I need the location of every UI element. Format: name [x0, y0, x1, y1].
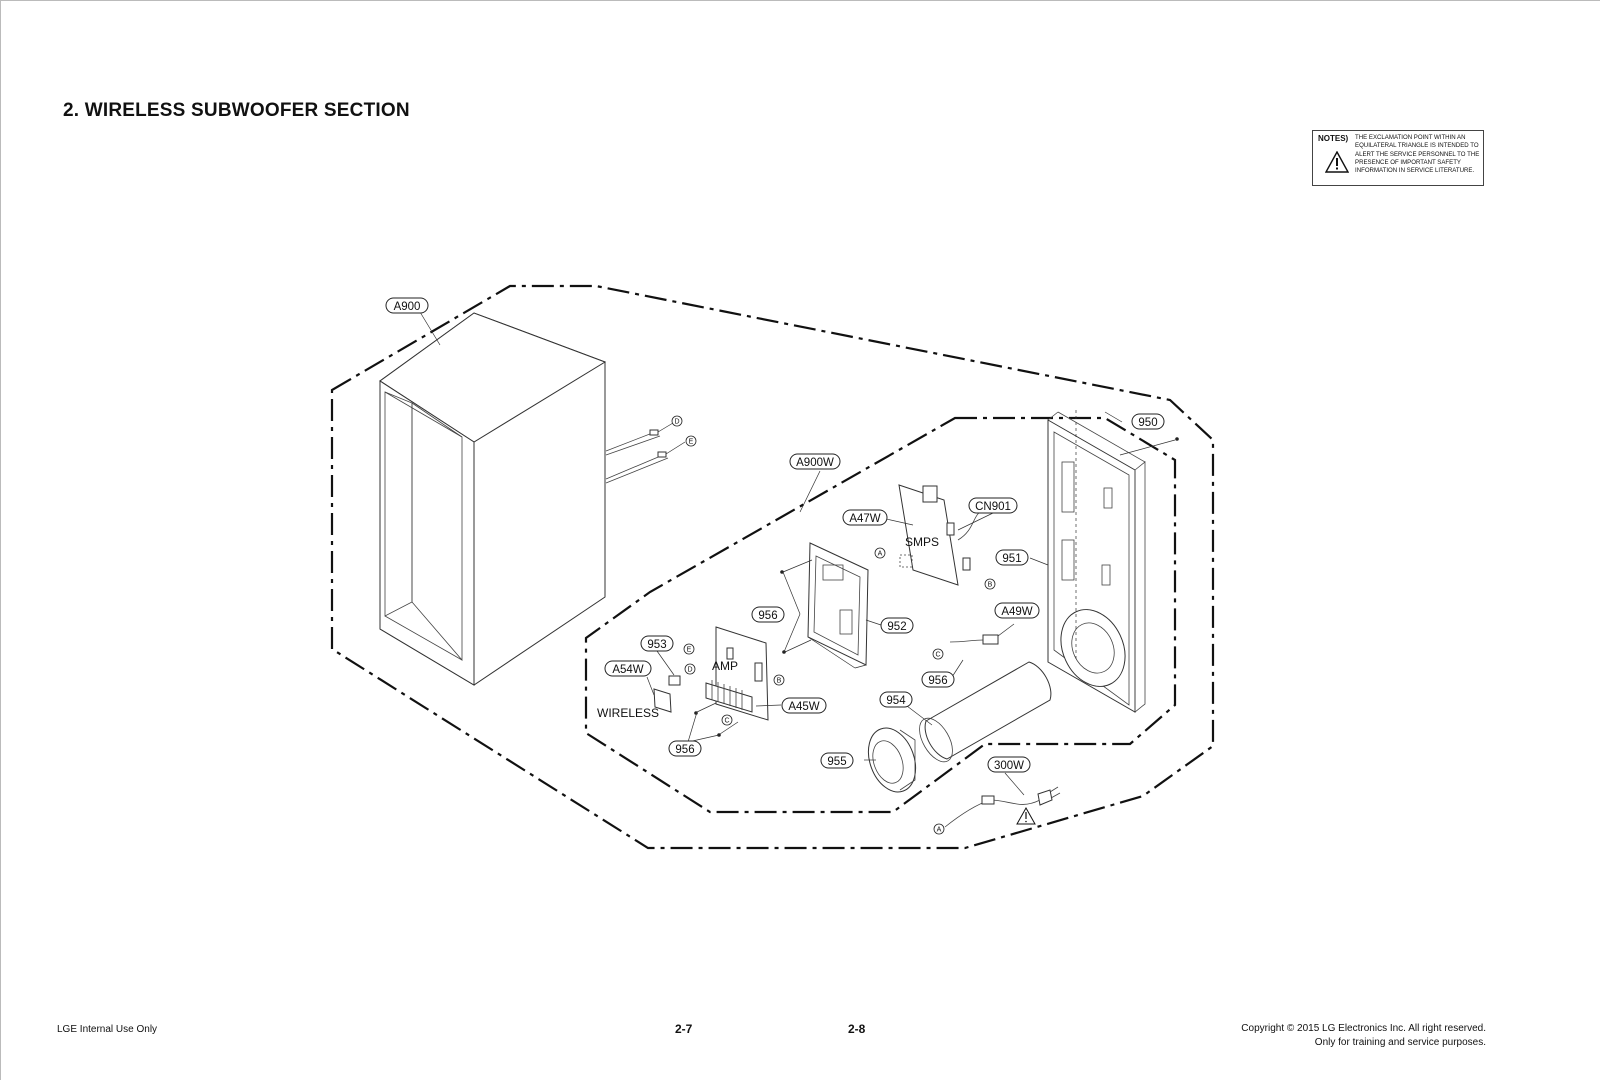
page-title: 2. WIRELESS SUBWOOFER SECTION — [63, 100, 410, 121]
callout-956-amp-label: 956 — [675, 744, 694, 756]
callout-954: 954 — [879, 691, 913, 708]
callout-951-label: 951 — [1002, 553, 1021, 565]
bass-reflex-duct — [919, 661, 1052, 763]
callout-a900: A900 — [385, 297, 429, 314]
callout-953: 953 — [640, 635, 674, 652]
callout-956-wire-label: 956 — [928, 675, 947, 687]
svg-text:E: E — [689, 439, 694, 446]
callout-a47w-label: A47W — [849, 513, 880, 525]
callout-953-label: 953 — [647, 639, 666, 651]
outer-group-boundary — [330, 284, 1215, 850]
page-border-top — [0, 0, 1600, 1]
connector-d-cabinet: D — [671, 415, 683, 427]
callout-a45w: A45W — [781, 697, 827, 714]
a49w-wire — [949, 634, 999, 645]
callout-956-wire: 956 — [921, 671, 955, 688]
callout-a49w-label: A49W — [1001, 606, 1032, 618]
warning-triangle-icon — [1325, 151, 1349, 173]
smps-label: SMPS — [905, 535, 939, 549]
heatsink — [705, 680, 753, 713]
amp-label: AMP — [712, 659, 738, 673]
callout-cn901-label: CN901 — [975, 501, 1011, 513]
connector-a-smps: A — [874, 547, 886, 559]
page-number-right: 2-8 — [848, 1022, 866, 1036]
connector-b-amp: B — [773, 674, 785, 686]
callout-a54w: A54W — [604, 660, 652, 677]
page-border-left — [0, 0, 1, 1080]
callout-952: 952 — [880, 617, 914, 634]
power-cord — [944, 786, 1061, 828]
callout-956-bracket-label: 956 — [758, 610, 777, 622]
svg-text:A: A — [878, 551, 883, 558]
connector-a-cord: A — [933, 823, 945, 835]
callout-950: 950 — [1131, 413, 1165, 430]
svg-text:A: A — [937, 827, 942, 834]
callout-a45w-label: A45W — [788, 701, 819, 713]
callout-cn901: CN901 — [968, 497, 1018, 514]
bracket-952 — [780, 542, 869, 669]
notes-label: NOTES) — [1318, 134, 1349, 143]
callout-955: 955 — [820, 752, 854, 769]
connector-b-smps: B — [984, 578, 996, 590]
svg-text:C: C — [935, 652, 940, 659]
notes-text: THE EXCLAMATION POINT WITHIN AN EQUILATE… — [1355, 134, 1480, 175]
callout-a900-label: A900 — [394, 301, 421, 313]
notes-box: NOTES) THE EXCLAMATION POINT WITHIN AN E… — [1312, 130, 1484, 186]
callout-300w-label: 300W — [994, 760, 1024, 772]
footer-internal-use: LGE Internal Use Only — [57, 1024, 158, 1035]
connector-d-amp: D — [684, 663, 696, 675]
callout-a49w: A49W — [994, 602, 1040, 619]
svg-text:B: B — [777, 678, 782, 685]
amp-board — [694, 626, 769, 737]
port-ring — [867, 727, 917, 793]
svg-text:C: C — [724, 718, 729, 725]
callout-a54w-label: A54W — [612, 664, 643, 676]
connector-c-amp: C — [721, 714, 733, 726]
copyright-line-1: Copyright © 2015 LG Electronics Inc. All… — [1241, 1023, 1486, 1034]
cabinet — [379, 312, 686, 686]
callout-a47w: A47W — [842, 509, 888, 526]
svg-text:D: D — [687, 667, 692, 674]
svg-text:B: B — [988, 582, 993, 589]
wireless-module — [653, 675, 681, 713]
connector-e-cabinet: E — [685, 435, 697, 447]
cord-warning-triangle-icon — [1016, 806, 1036, 825]
inner-group-boundary — [584, 416, 1177, 814]
callout-952-label: 952 — [887, 621, 906, 633]
svg-text:E: E — [687, 647, 692, 654]
callout-a900w-label: A900W — [796, 457, 834, 469]
callout-956-amp: 956 — [668, 740, 702, 757]
connector-e-amp: E — [683, 643, 695, 655]
smps-board — [898, 484, 984, 586]
callout-955-label: 955 — [827, 756, 846, 768]
callout-956-bracket: 956 — [751, 606, 785, 623]
svg-text:D: D — [674, 419, 679, 426]
callout-a900w: A900W — [789, 453, 841, 470]
page-number-left: 2-7 — [675, 1022, 693, 1036]
footer-copyright: Copyright © 2015 LG Electronics Inc. All… — [1241, 1022, 1486, 1050]
callout-951: 951 — [995, 549, 1029, 566]
copyright-line-2: Only for training and service purposes. — [1314, 1037, 1486, 1048]
connector-c-a49w: C — [932, 648, 944, 660]
wireless-label: WIRELESS — [597, 706, 659, 720]
back-panel — [1047, 410, 1179, 713]
callout-300w: 300W — [987, 756, 1031, 773]
callout-954-label: 954 — [886, 695, 906, 707]
callout-950-label: 950 — [1138, 417, 1157, 429]
